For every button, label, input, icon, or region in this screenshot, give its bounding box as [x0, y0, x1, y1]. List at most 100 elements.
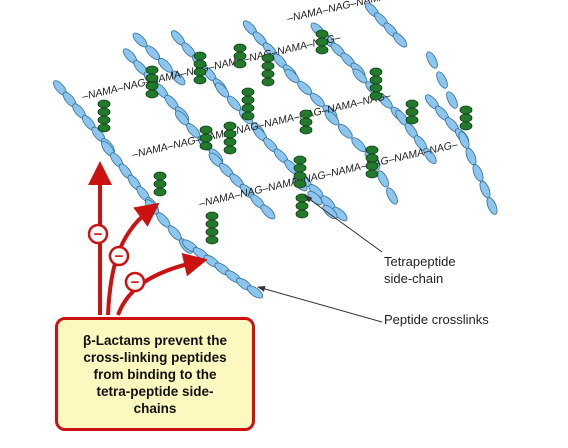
- sidechain-bead: [241, 111, 255, 121]
- crosslink-bead: [486, 197, 498, 215]
- info-box-line-5: chains: [133, 400, 177, 416]
- sidechain-bead: [365, 145, 379, 155]
- sidechain-bead: [241, 95, 255, 105]
- crosslinks-label: Peptide crosslinks: [384, 312, 489, 327]
- crosslink-bead: [465, 147, 477, 166]
- info-box-line-1: β-Lactams prevent the: [82, 332, 228, 348]
- sidechain-bead: [405, 107, 419, 117]
- sidechain-bead: [241, 87, 255, 97]
- sidechain-bead: [153, 179, 167, 189]
- tetrapeptide-label-line2: side-chain: [384, 271, 443, 286]
- sidechain-bead: [241, 103, 255, 113]
- sidechain-bead: [97, 123, 111, 133]
- sidechain-bead: [459, 121, 473, 131]
- sidechain-bead: [261, 69, 275, 79]
- sidechain-bead: [261, 61, 275, 71]
- crosslink-bead: [386, 187, 398, 205]
- info-box-line-2: cross-linking peptides: [83, 349, 227, 365]
- sidechain-bead: [365, 153, 379, 163]
- crosslink-bead: [246, 285, 264, 299]
- sidechain-bead: [369, 83, 383, 93]
- crosslink-bead: [260, 204, 276, 220]
- crosslink-bead: [426, 51, 438, 69]
- crosslink-bead: [377, 170, 389, 188]
- sidechain-bead: [199, 133, 213, 143]
- sidechain-bead: [405, 99, 419, 109]
- minus-symbol-2: −: [115, 248, 124, 265]
- sidechain-bead: [299, 125, 313, 135]
- sidechain-bead: [205, 235, 219, 245]
- sidechain-bead: [233, 51, 247, 61]
- crosslink-bead: [351, 137, 367, 153]
- sidechain-bead: [315, 45, 329, 55]
- sidechain-bead: [295, 193, 309, 203]
- info-box-line-3: from binding to the: [93, 366, 217, 382]
- sidechain-bead: [193, 51, 207, 61]
- tetrapeptide-pointer-line: [304, 195, 383, 253]
- sidechain-bead: [233, 59, 247, 69]
- minus-symbol-1: −: [94, 226, 103, 243]
- sidechain-bead: [199, 125, 213, 135]
- sidechain-bead: [153, 187, 167, 197]
- sidechain-bead: [223, 145, 237, 155]
- sidechain-bead: [261, 53, 275, 63]
- inhibition-symbol-1: −: [87, 223, 109, 245]
- minus-symbol-3: −: [131, 274, 140, 291]
- sidechain-bead: [145, 81, 159, 91]
- sidechain-bead: [261, 77, 275, 87]
- sidechain-bead: [193, 59, 207, 69]
- sidechain-bead: [233, 43, 247, 53]
- sidechain-bead: [205, 211, 219, 221]
- sidechain-bead: [97, 107, 111, 117]
- sidechain-bead: [193, 67, 207, 77]
- sidechain-bead: [315, 29, 329, 39]
- beta-lactam-info-box: β-Lactams prevent the cross-linking pept…: [55, 317, 255, 431]
- crosslink-bead: [446, 91, 458, 109]
- sidechain-bead: [315, 37, 329, 47]
- sidechain-bead: [459, 113, 473, 123]
- info-box-line-4: tetra-peptide side-: [96, 383, 214, 399]
- crosslink-bead: [479, 180, 491, 199]
- tetrapeptide-side-chains: [97, 29, 473, 245]
- crosslink-bead: [324, 110, 340, 126]
- sidechain-bead: [459, 105, 473, 115]
- crosslink-bead: [458, 131, 470, 149]
- sidechain-bead: [223, 137, 237, 147]
- sidechain-bead: [153, 171, 167, 181]
- sidechain-bead: [369, 67, 383, 77]
- tetrapeptide-label-line1: Tetrapeptide: [384, 254, 456, 269]
- crosslink-bead: [170, 70, 186, 86]
- sidechain-bead: [365, 169, 379, 179]
- sidechain-bead: [295, 209, 309, 219]
- crosslink-bead: [392, 32, 408, 48]
- sidechain-bead: [299, 117, 313, 127]
- inhibition-symbol-3: −: [124, 271, 146, 293]
- sidechain-bead: [199, 141, 213, 151]
- crosslink-bead: [436, 71, 448, 89]
- sidechain-bead: [145, 89, 159, 99]
- crosslink-bead: [337, 123, 353, 139]
- sidechain-bead: [405, 115, 419, 125]
- sidechain-bead: [369, 75, 383, 85]
- sidechain-bead: [193, 75, 207, 85]
- sidechain-bead: [223, 129, 237, 139]
- sidechain-bead: [223, 121, 237, 131]
- sidechain-bead: [205, 219, 219, 229]
- sidechain-bead: [293, 155, 307, 165]
- crosslink-bead: [322, 204, 338, 220]
- sidechain-bead: [365, 161, 379, 171]
- sidechain-bead: [145, 73, 159, 83]
- sidechain-bead: [293, 171, 307, 181]
- crosslink-bead: [423, 147, 437, 165]
- sidechain-bead: [205, 227, 219, 237]
- inhibition-symbol-2: −: [108, 245, 130, 267]
- sidechain-bead: [97, 115, 111, 125]
- sidechain-bead: [369, 91, 383, 101]
- crosslink-bead: [472, 164, 484, 182]
- sidechain-bead: [97, 99, 111, 109]
- sidechain-bead: [299, 109, 313, 119]
- sidechain-bead: [293, 179, 307, 189]
- crosslinks-pointer-line: [257, 286, 383, 323]
- sidechain-bead: [293, 163, 307, 173]
